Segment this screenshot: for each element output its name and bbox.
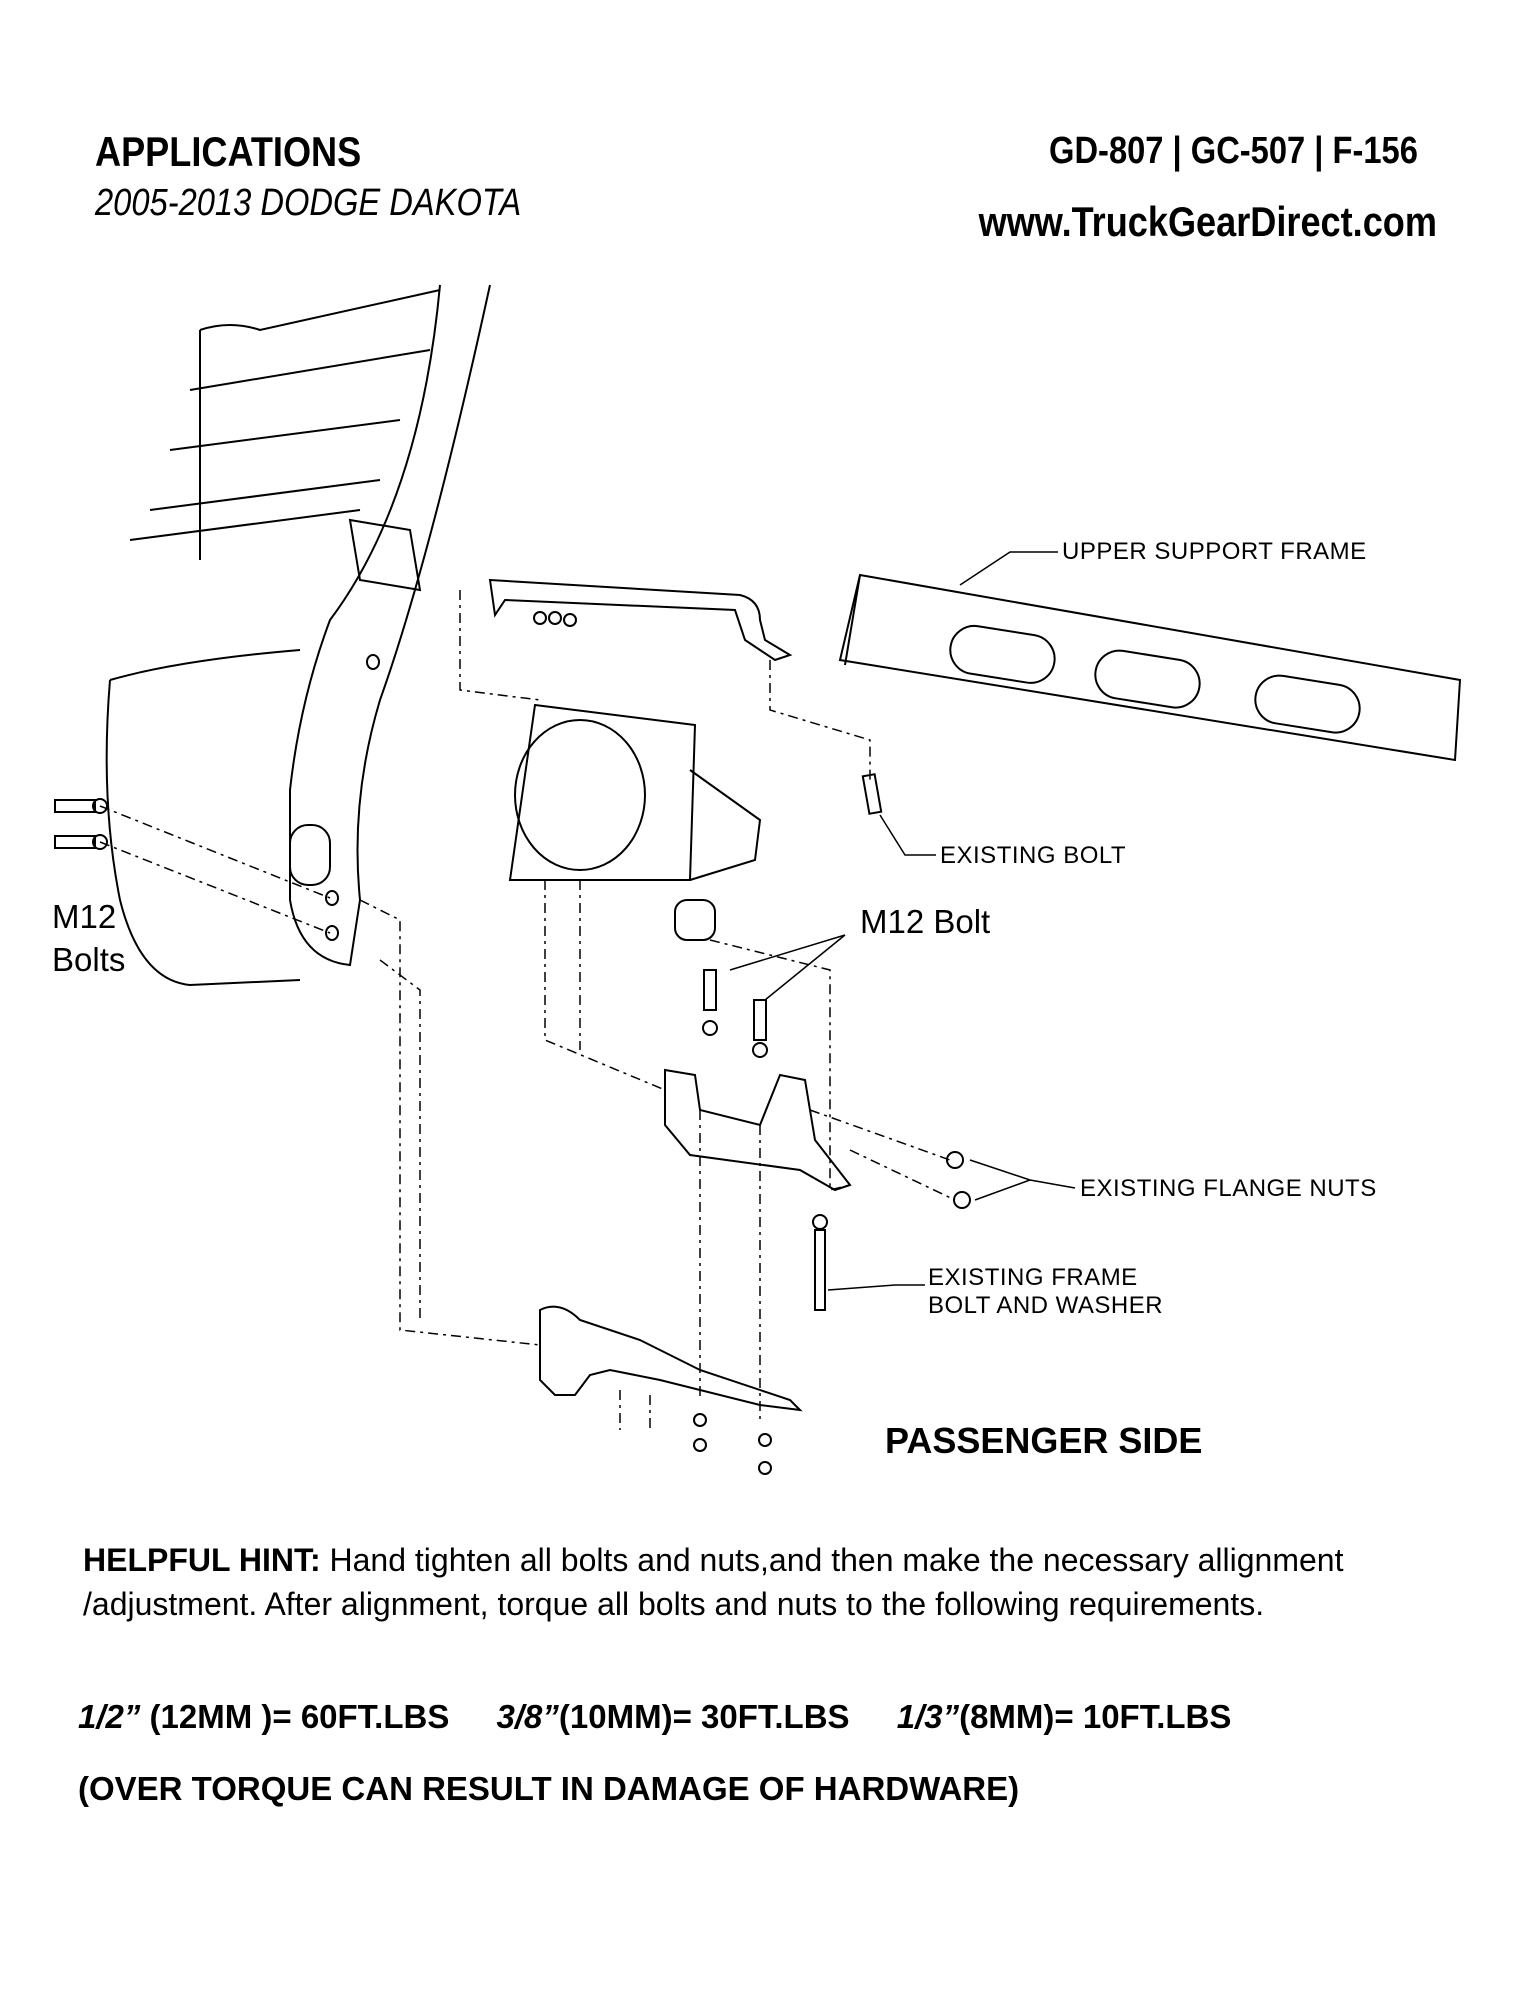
part-numbers: GD-807 | GC-507 | F-156 <box>1049 130 1418 172</box>
grille-guard <box>105 284 491 987</box>
hint-label: HELPFUL HINT: <box>83 1542 321 1578</box>
label-m12-bolts-line2: Bolts <box>52 941 126 978</box>
hint-text: Hand tighten all bolts and nuts,and then… <box>83 1542 1344 1622</box>
applications-heading: APPLICATIONS <box>95 128 362 175</box>
assembly-lines <box>99 590 956 1430</box>
website-link[interactable]: www.TruckGearDirect.com <box>978 198 1437 245</box>
passenger-side-label: PASSENGER SIDE <box>885 1420 1203 1461</box>
torque-specs: 1/2” (12MM )= 60FT.LBS 3/8”(10MM)= 30FT.… <box>78 1698 1269 1736</box>
label-existing-flange-nuts: EXISTING FLANGE NUTS <box>1080 1175 1377 1202</box>
label-existing-frame-bolt-line1: EXISTING FRAME <box>928 1264 1138 1291</box>
lower-bracket <box>539 1305 803 1412</box>
helpful-hint: HELPFUL HINT: Hand tighten all bolts and… <box>83 1538 1413 1626</box>
over-torque-warning: (OVER TORQUE CAN RESULT IN DAMAGE OF HAR… <box>78 1770 1020 1807</box>
label-existing-bolt: EXISTING BOLT <box>940 842 1127 869</box>
torque-spec-10mm: 3/8”(10MM)= 30FT.LBS <box>496 1698 850 1735</box>
middle-bracket <box>664 1068 852 1192</box>
upper-support-frame <box>838 573 1462 762</box>
vehicle-application: 2005-2013 DODGE DAKOTA <box>95 182 522 224</box>
leader-arrows <box>729 551 1076 1291</box>
label-existing-frame-bolt-line2: BOLT AND WASHER <box>928 1292 1164 1319</box>
label-upper-support-frame: UPPER SUPPORT FRAME <box>1062 538 1367 565</box>
fog-light <box>508 703 762 941</box>
upper-bracket <box>488 578 793 662</box>
label-m12-bolts-line1: M12 <box>52 898 117 935</box>
label-m12-bolt: M12 Bolt <box>860 903 991 940</box>
hardware <box>54 611 971 1475</box>
torque-spec-12mm: 1/2” (12MM )= 60FT.LBS <box>78 1698 450 1735</box>
torque-spec-8mm: 1/3”(8MM)= 10FT.LBS <box>896 1698 1232 1735</box>
